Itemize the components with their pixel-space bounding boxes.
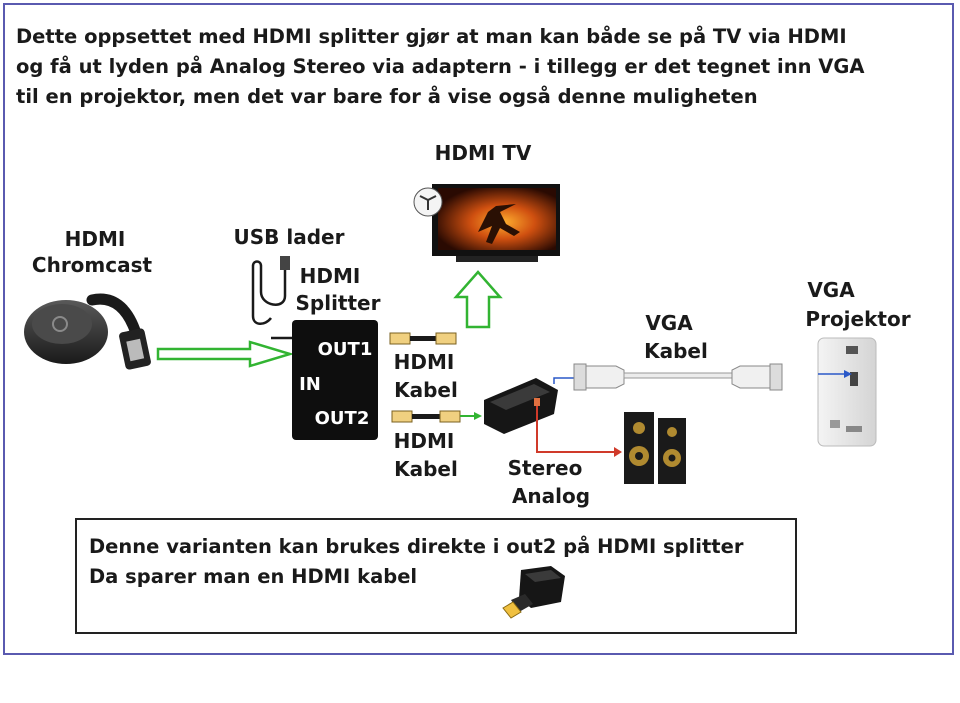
splitter-port-out2: OUT2	[315, 408, 370, 429]
splitter-port-out1: OUT1	[318, 339, 373, 360]
arrow-up-to-tv	[453, 270, 503, 329]
projector-label-line1: VGA	[807, 278, 855, 302]
tv-label: HDMI TV	[435, 141, 532, 165]
hdmi-cable-1-label-line2: Kabel	[394, 378, 458, 402]
speakers-icon	[624, 412, 686, 484]
hdmi-cable-2-label-line1: HDMI	[394, 429, 455, 453]
vga-link-line	[553, 377, 576, 384]
splitter-port-in: IN	[299, 374, 321, 395]
note-box: Denne varianten kan brukes direkte i out…	[75, 518, 797, 634]
hdmi-cable-1-icon	[389, 332, 457, 345]
note-line-2: Da sparer man en HDMI kabel	[89, 565, 418, 588]
projector-label-line2: Projektor	[805, 307, 910, 331]
chromecast-label-line2: Chromcast	[32, 253, 153, 277]
splitter-label-line1: HDMI	[300, 264, 361, 288]
projector-icon	[817, 337, 877, 447]
hdmi-vga-adapter-icon	[484, 378, 558, 434]
vga-cable-label-line2: Kabel	[644, 339, 708, 363]
hdmi-cable-1-label-line1: HDMI	[394, 350, 455, 374]
usb-cable-icon	[251, 256, 293, 340]
vga-cable-label-line1: VGA	[645, 311, 693, 335]
audio-arrowhead	[614, 447, 622, 457]
audio-line	[536, 406, 614, 453]
note-text: Denne varianten kan brukes direkte i out…	[89, 532, 743, 592]
hdmi-cable-2-icon	[391, 410, 482, 423]
vga-cable-icon	[573, 363, 783, 391]
splitter-label-line2: Splitter	[296, 291, 381, 315]
stereo-label-line2: Analog	[512, 484, 590, 508]
stereo-label-line1: Stereo	[508, 456, 583, 480]
intro-text: Dette oppsettet med HDMI splitter gjør a…	[16, 22, 864, 112]
projector-input-arrowhead	[844, 370, 852, 378]
usb-label: USB lader	[234, 225, 345, 249]
intro-line-1: Dette oppsettet med HDMI splitter gjør a…	[16, 25, 847, 48]
hdmi-vga-adapter-small-icon	[502, 566, 565, 619]
intro-line-2: og få ut lyden på Analog Stereo via adap…	[16, 55, 865, 78]
note-line-1: Denne varianten kan brukes direkte i out…	[89, 535, 744, 558]
intro-line-3: til en projektor, men det var bare for å…	[16, 85, 758, 108]
chromecast-icon	[24, 293, 151, 370]
hdmi-splitter-icon: OUT1 IN OUT2	[292, 320, 378, 440]
arrow-chromecast-to-splitter	[156, 340, 295, 368]
hdmi-cable-2-label-line2: Kabel	[394, 457, 458, 481]
tv-icon	[413, 184, 560, 262]
chromecast-label-line1: HDMI	[65, 227, 126, 251]
